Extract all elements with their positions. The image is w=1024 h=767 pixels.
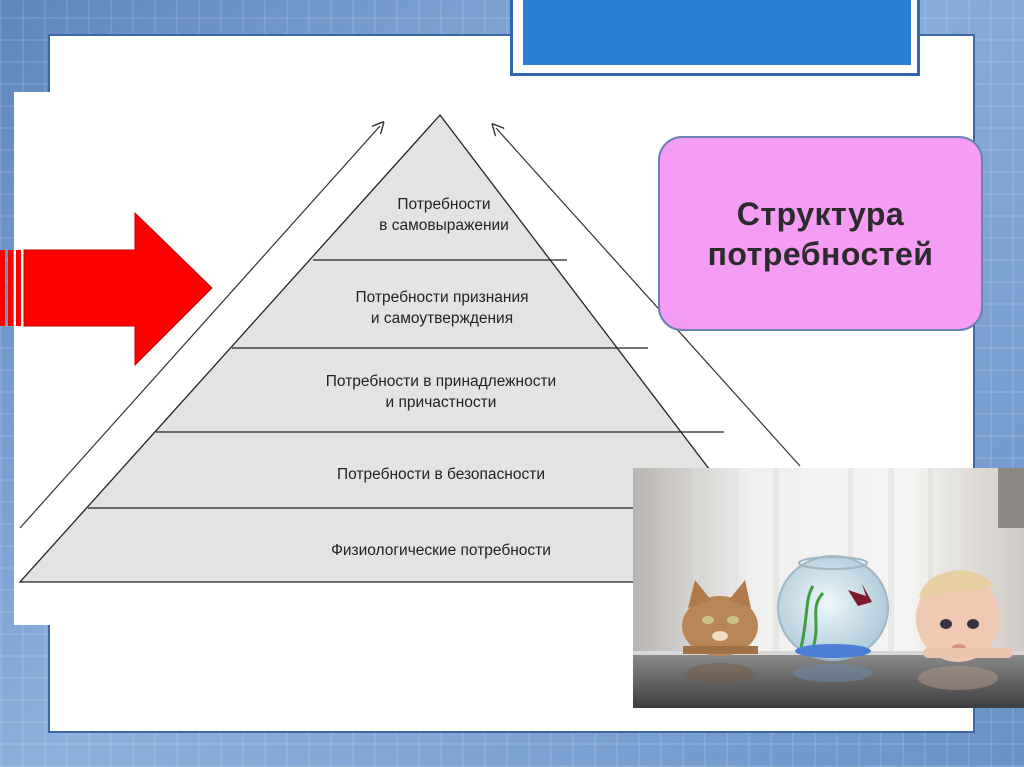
cat	[682, 580, 758, 683]
left-side-arrow	[19, 126, 380, 529]
slide-title: Структура потребностей	[708, 194, 934, 274]
tier-4-line1: Потребности в безопасности	[337, 466, 545, 483]
left-white-strip	[14, 92, 54, 625]
tier-2-line2: и самоутверждения	[370, 310, 514, 327]
tier-5-line1: Физиологические потребности	[331, 542, 551, 559]
title-box: Структура потребностей	[658, 136, 983, 331]
tier-3-line2: и причастности	[385, 394, 497, 411]
top-banner-fill	[523, 0, 911, 65]
pyramid-tier-5: Физиологические потребности	[331, 540, 551, 561]
pyramid-tier-2: Потребности признания и самоутверждения	[355, 287, 528, 329]
right-side-arrow	[496, 128, 801, 467]
red-right-arrow-icon	[0, 211, 213, 367]
tier-1-line1: Потребности	[397, 196, 491, 213]
title-line-1: Структура	[736, 195, 905, 232]
tier-1-line2: в самовыражении	[379, 217, 509, 234]
fishbowl	[777, 555, 889, 682]
pyramid-tier-1: Потребности в самовыражении	[379, 194, 509, 236]
tier-2-line1: Потребности признания	[355, 289, 529, 306]
title-line-2: потребностей	[707, 235, 934, 272]
pyramid-tier-3: Потребности в принадлежности и причастно…	[326, 371, 556, 413]
top-banner	[510, 0, 920, 76]
pyramid-tier-4: Потребности в безопасности	[337, 464, 545, 485]
tier-3-line1: Потребности в принадлежности	[325, 373, 557, 390]
baby	[916, 570, 1013, 690]
cat-fishbowl-baby-photo	[633, 468, 1024, 708]
